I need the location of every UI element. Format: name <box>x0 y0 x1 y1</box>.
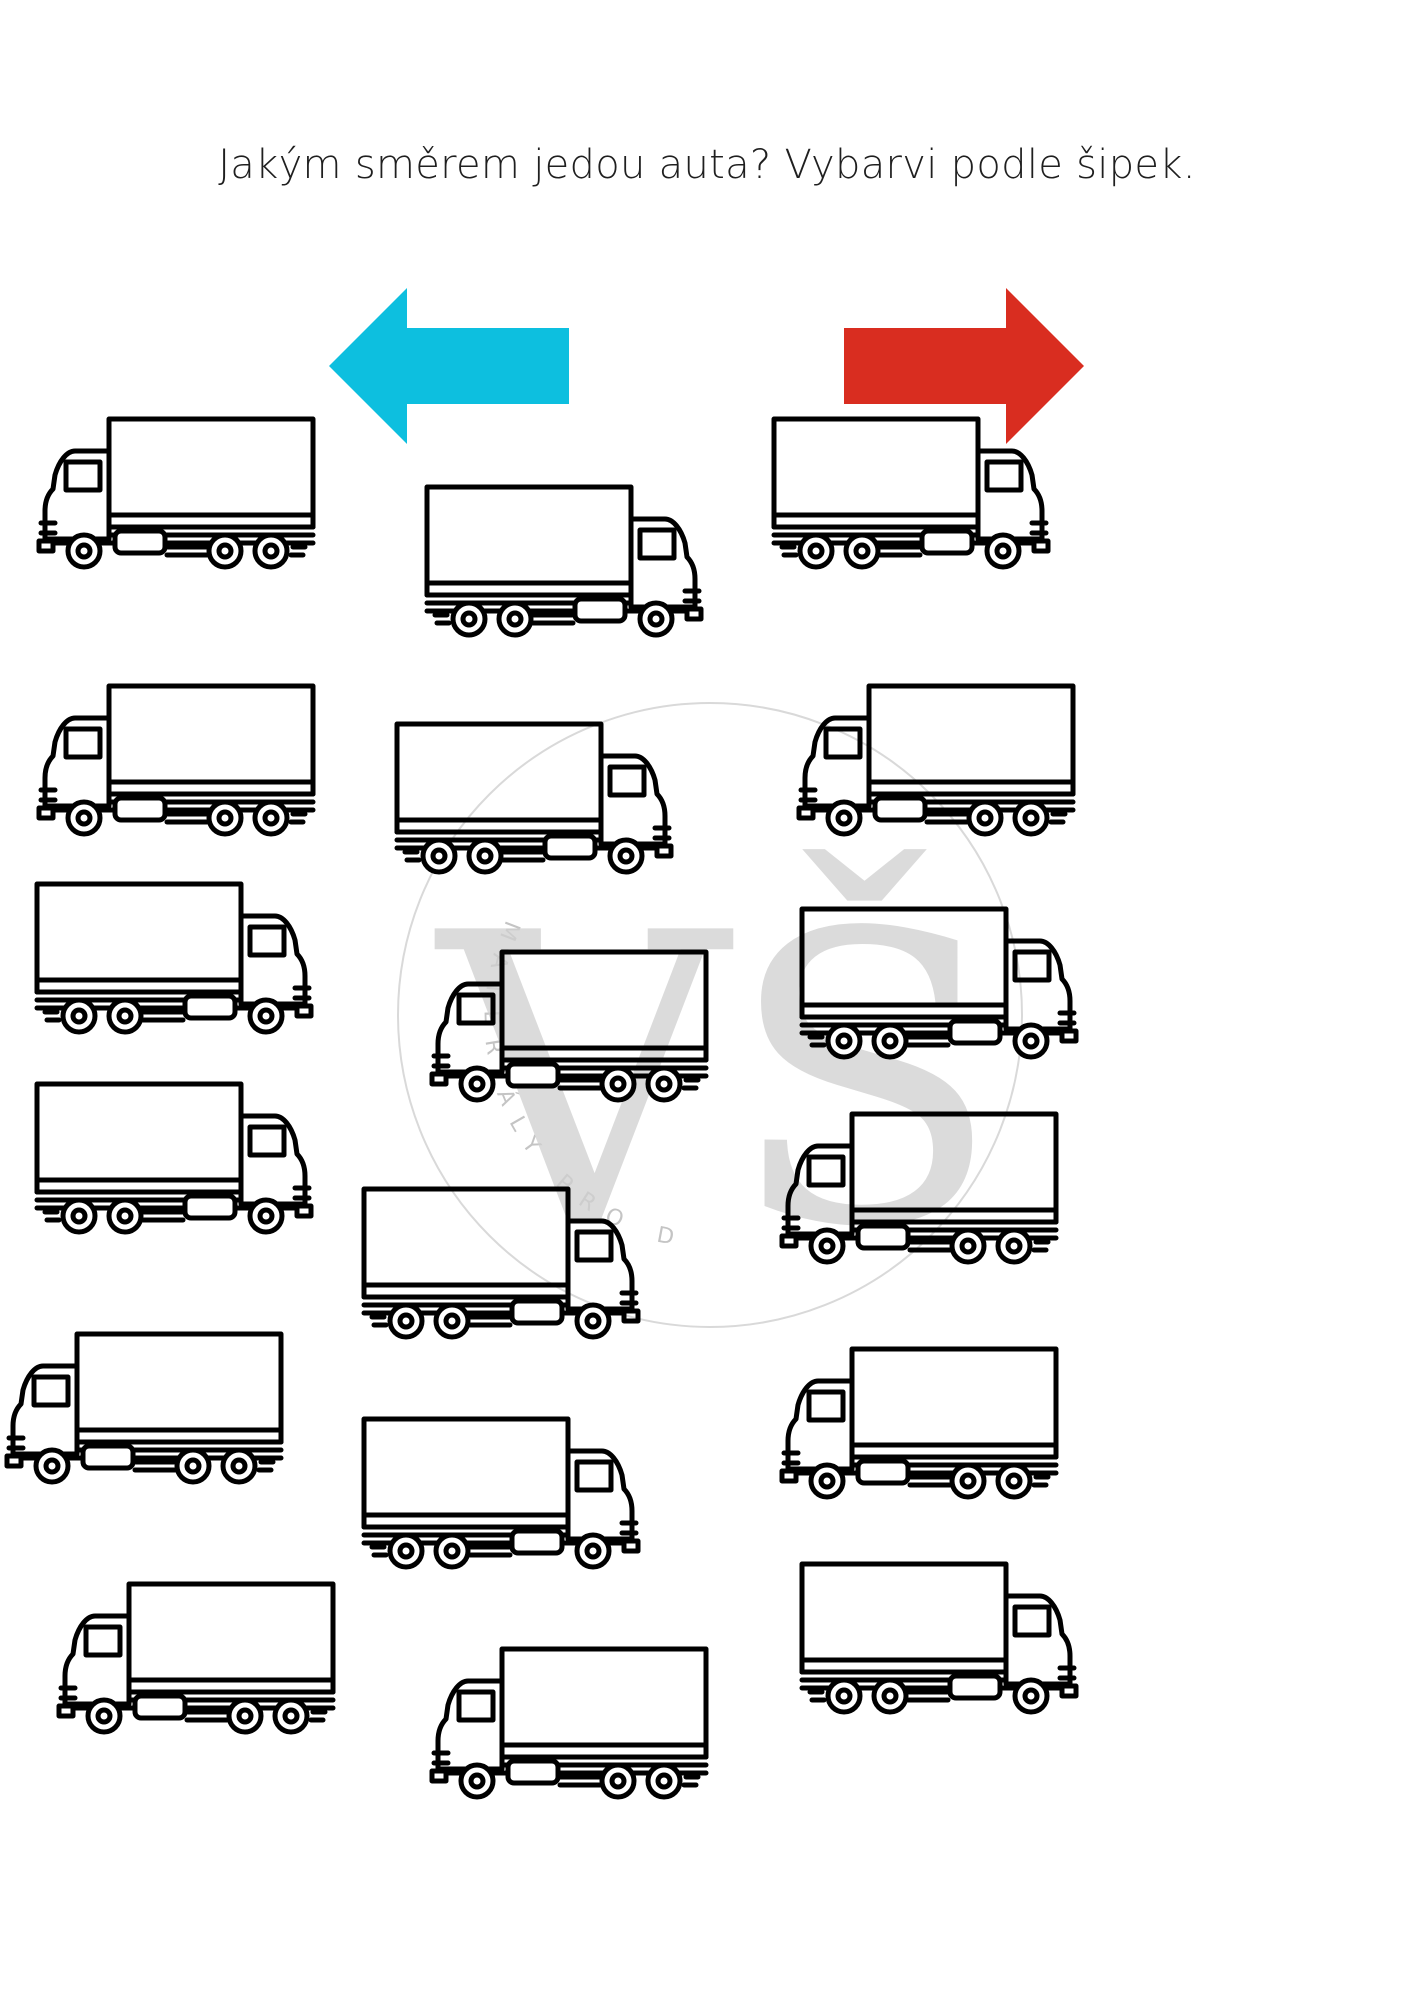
truck-facing-right-icon[interactable] <box>423 483 707 643</box>
truck-facing-right-icon[interactable] <box>360 1415 644 1575</box>
right-arrow-icon <box>844 288 1084 444</box>
truck-facing-right-icon[interactable] <box>33 880 317 1040</box>
truck-facing-right-icon[interactable] <box>770 415 1054 575</box>
truck-facing-right-icon[interactable] <box>798 1560 1082 1720</box>
truck-facing-left-icon[interactable] <box>793 682 1077 842</box>
truck-facing-left-icon[interactable] <box>33 682 317 842</box>
truck-facing-left-icon[interactable] <box>776 1110 1060 1270</box>
truck-facing-left-icon[interactable] <box>426 948 710 1108</box>
truck-facing-right-icon[interactable] <box>33 1080 317 1240</box>
truck-facing-left-icon[interactable] <box>1 1330 285 1490</box>
worksheet-title: Jakým směrem jedou auta? Vybarvi podle š… <box>218 142 1196 188</box>
truck-facing-right-icon[interactable] <box>393 720 677 880</box>
truck-facing-left-icon[interactable] <box>776 1345 1060 1505</box>
truck-facing-left-icon[interactable] <box>426 1645 710 1805</box>
truck-facing-right-icon[interactable] <box>360 1185 644 1345</box>
left-arrow-icon <box>329 288 569 444</box>
truck-facing-left-icon[interactable] <box>33 415 317 575</box>
truck-facing-left-icon[interactable] <box>53 1580 337 1740</box>
truck-facing-right-icon[interactable] <box>798 905 1082 1065</box>
